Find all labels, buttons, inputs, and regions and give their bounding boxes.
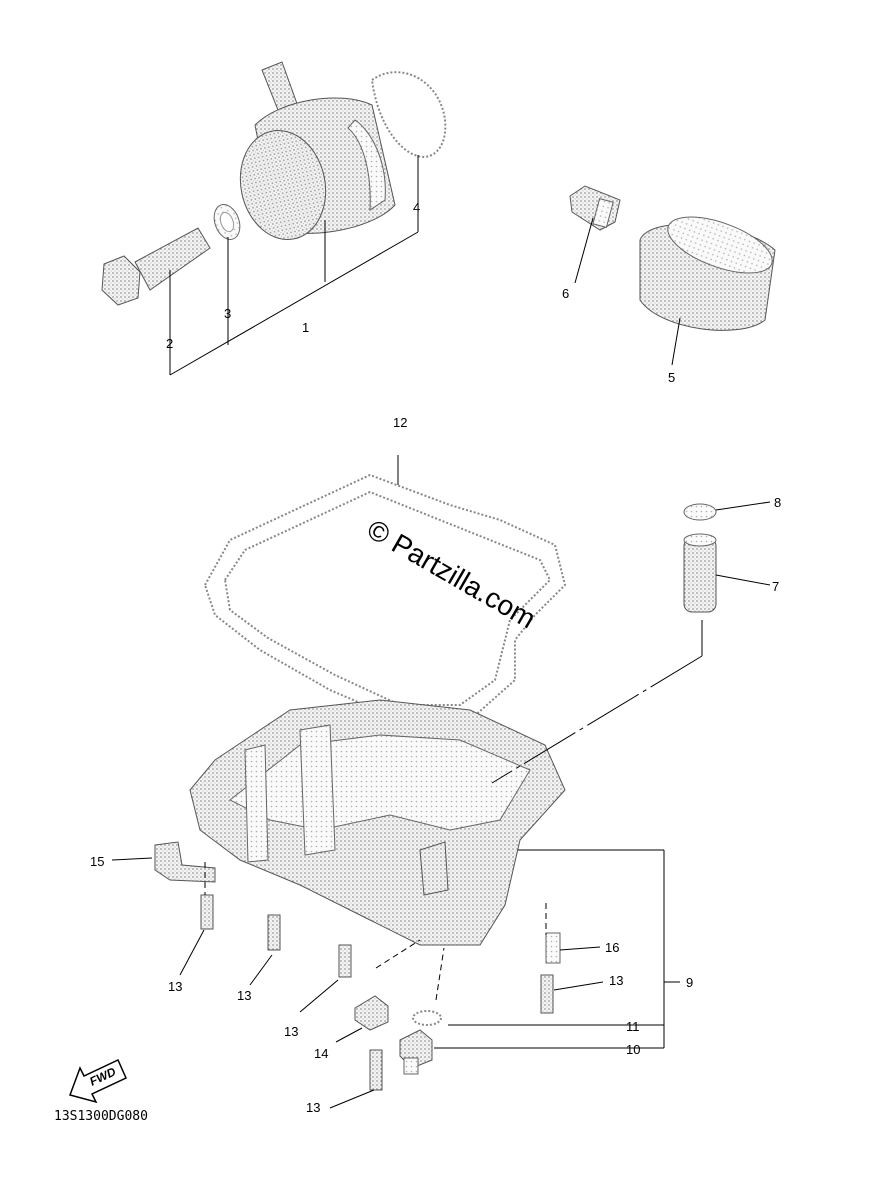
bolt-part: [200, 894, 554, 1091]
cooler-o-ring-part: [370, 71, 447, 158]
callout-1: 1: [302, 320, 309, 335]
callout-7: 7: [772, 579, 779, 594]
callout-14: 14: [314, 1046, 328, 1061]
filter-union-part: [569, 185, 621, 231]
callout-5: 5: [668, 370, 675, 385]
collar-part: [545, 932, 561, 964]
callout-3: 3: [224, 306, 231, 321]
watermark: © Partzilla.com: [362, 513, 541, 634]
leader-lines: [111, 155, 771, 1109]
callout-13: 13: [237, 988, 251, 1003]
callout-13: 13: [168, 979, 182, 994]
callout-6: 6: [562, 286, 569, 301]
callout-13: 13: [609, 973, 623, 988]
callout-16: 16: [605, 940, 619, 955]
callout-2: 2: [166, 336, 173, 351]
oil-filter-part: [639, 216, 776, 331]
callout-13: 13: [306, 1100, 320, 1115]
callout-15: 15: [90, 854, 104, 869]
gasket-washer-part: [354, 995, 389, 1031]
drain-plug-part: [399, 1029, 433, 1075]
callout-8: 8: [774, 495, 781, 510]
oil-pan-gasket-part: [203, 473, 567, 721]
union-bolt-part: [101, 227, 211, 306]
plug-part: [683, 503, 717, 521]
callout-9: 9: [686, 975, 693, 990]
hose-fitting-part: [154, 841, 216, 883]
callout-4: 4: [413, 200, 420, 215]
oil-pan-part: [189, 699, 566, 946]
oil-cooler-part: [239, 61, 396, 241]
callout-10: 10: [626, 1042, 640, 1057]
callout-12: 12: [393, 415, 407, 430]
o-ring-part: [412, 1010, 442, 1026]
strainer-part: [683, 533, 717, 613]
diagram-code: 13S1300DG080: [54, 1109, 148, 1124]
washer-part: [213, 204, 241, 240]
callout-11: 11: [626, 1019, 640, 1034]
fwd-arrow-icon: FWD: [69, 1058, 127, 1104]
callout-13: 13: [284, 1024, 298, 1039]
